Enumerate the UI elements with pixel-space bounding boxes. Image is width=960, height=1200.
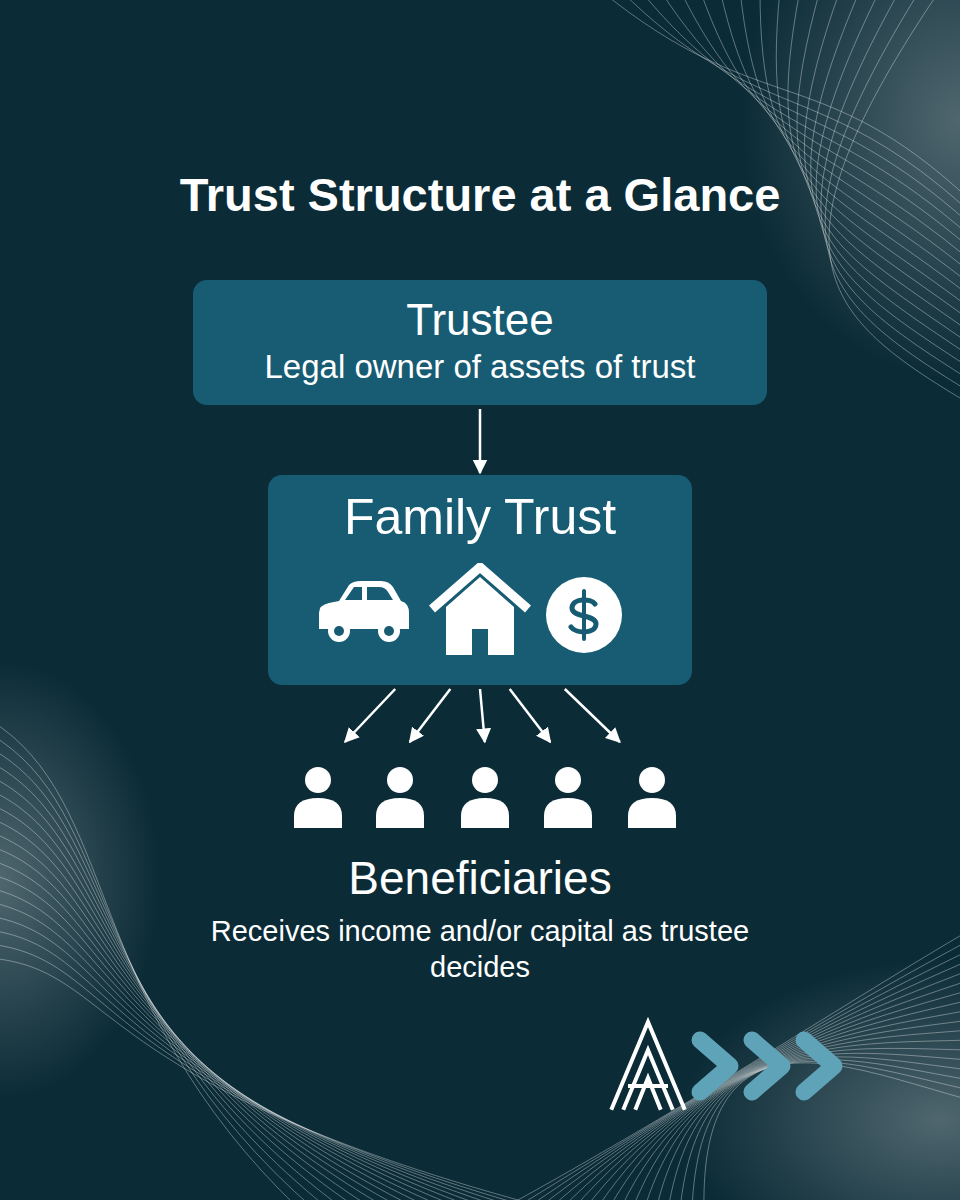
wave-line [632,1040,960,1200]
logo-chevron [804,1040,834,1092]
person-icon [376,767,424,828]
wave-line [548,970,960,1200]
car-icon [319,581,409,642]
wave-line [560,980,960,1200]
arrow-connector [410,689,451,742]
wave-line [811,0,960,356]
logo-mark [624,1050,672,1108]
wave-line [572,990,960,1200]
node-body: Legal owner of assets of trust [264,347,695,387]
logo-mark [636,1078,660,1108]
corner-glow [680,960,960,1200]
beneficiary-icons [180,746,780,834]
logo-mark [630,1084,666,1088]
wave-line [656,1053,960,1200]
person-icon [544,767,592,828]
arrow-connector [480,689,485,742]
wave-line [536,960,960,1200]
wave-line [0,748,330,1200]
trust-box: Family Trust [268,475,692,685]
wave-line [797,0,960,332]
wave-line [776,0,960,308]
title: Trust Structure at a Glance [20,168,940,222]
beneficiaries-group: BeneficiariesReceives income and/or capi… [180,746,780,985]
arrow-connector [565,689,620,742]
dollar-icon [546,577,622,653]
wave-line [584,1000,960,1200]
person-icon [461,767,509,828]
person-icon [294,767,342,828]
wave-line [825,0,960,392]
arrow-connector [510,689,551,742]
logo-chevron [752,1040,782,1092]
wave-line [821,0,960,380]
node-body: Receives income and/or capital as truste… [200,913,760,986]
wave-line [740,0,960,284]
wave-line [0,902,495,1200]
house-icon [432,567,528,655]
wave-line [0,776,360,1200]
wave-line [0,818,405,1200]
wave-line [829,0,960,404]
wave-line [704,1063,960,1200]
wave-line [788,0,960,320]
wave-line [0,734,315,1200]
wave-line [804,0,960,344]
logo-mark [612,1022,684,1108]
logo [612,1022,834,1108]
arrow-connector [345,689,395,742]
wave-line [608,1020,960,1200]
wave-line [500,930,960,1200]
node-heading: Family Trust [344,487,616,547]
wave-line [0,720,300,1200]
wave-line [620,1030,960,1200]
asset-icons [268,563,692,663]
wave-line [0,860,450,1200]
wave-line [524,950,960,1200]
wave-line [596,1010,960,1200]
wave-line [644,1048,960,1200]
wave-line [0,958,555,1200]
person-icon [628,767,676,828]
trustee-box: TrusteeLegal owner of assets of trust [193,280,767,405]
node-heading: Trustee [406,294,554,347]
wave-line [512,940,960,1200]
node-heading: Beneficiaries [348,852,611,905]
arrow-connector [479,409,482,473]
logo-chevron [700,1040,730,1092]
